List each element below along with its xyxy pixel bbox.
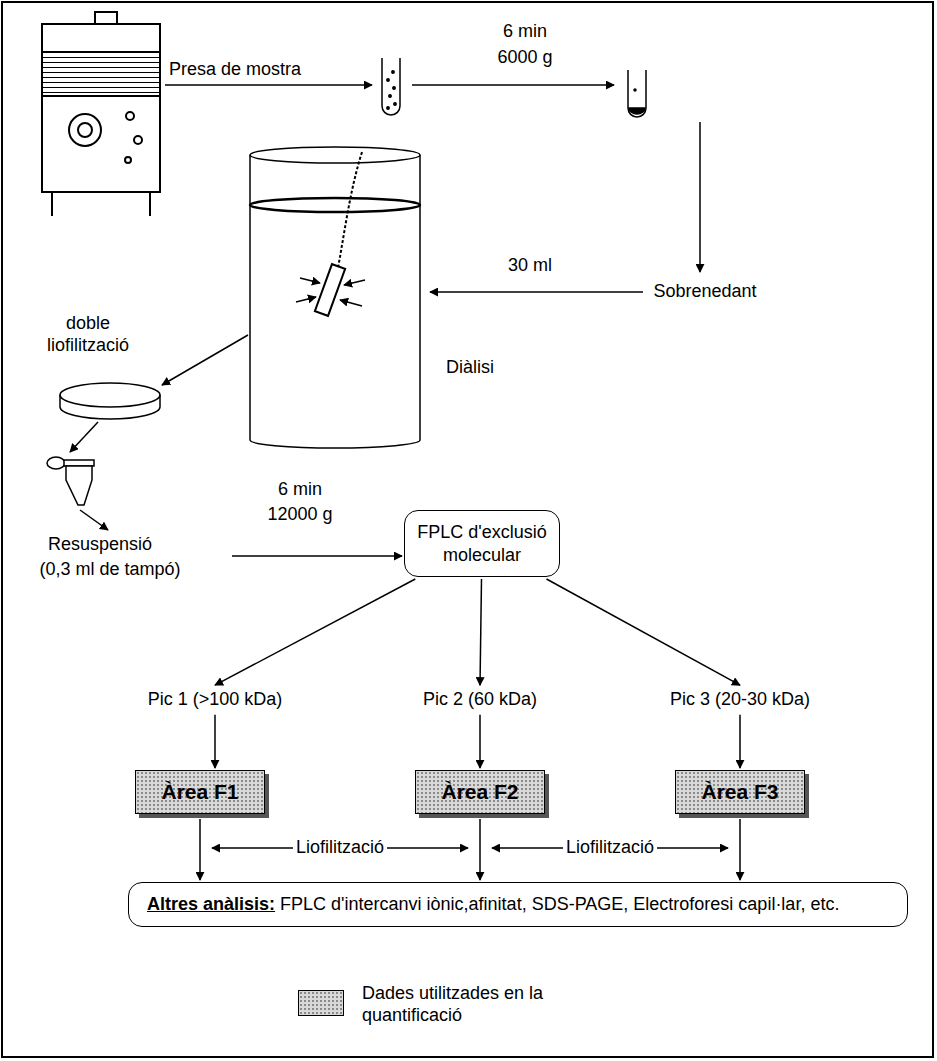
connector-line [739,819,741,880]
legend-text: Dades utilitzades en la quantificació [362,983,562,1026]
peak-label: Pic 3 (20-30 kDa) [667,689,813,711]
box-text: Àrea F1 [161,780,238,804]
centrifuged-tube [628,70,646,117]
connector [200,819,201,880]
flow-label: Liofilització [293,837,387,859]
legend-swatch [298,990,344,1016]
box-heading: Altres anàlisis: [147,894,275,914]
quantified-area-box: Àrea F3 [675,770,805,814]
flow-label: Presa de mostra [169,59,301,81]
connector-line [547,579,741,685]
flow-label: 6 min [278,479,322,501]
connector [547,579,741,768]
flow-label: doble liofilització [28,313,148,356]
quantified-area-box: Àrea F2 [415,770,545,814]
analysis-box: Altres anàlisis: FPLC d'intercanvi iònic… [128,882,908,927]
dialysis-beaker [250,147,420,448]
fermenter [42,12,160,216]
box-text: Àrea F3 [701,780,778,804]
flow-arrows [70,85,728,848]
connector-line [739,715,741,768]
connector [480,579,482,768]
connector-line [480,579,482,685]
connector-line [479,819,481,880]
box-text: Àrea F2 [441,780,518,804]
peak-label: Pic 2 (60 kDa) [420,689,540,711]
flow-label: 6000 g [497,47,552,69]
flow-label: Liofilització [563,837,657,859]
flow-label: 6 min [503,21,547,43]
connector-line [479,715,481,768]
process-box: FPLC d'exclusió molecular [404,510,560,577]
connector [215,579,415,768]
connector-line [199,819,201,880]
flow-label: 12000 g [267,504,332,526]
flow-label: Diàlisi [446,357,494,379]
petri-dish [60,383,160,419]
connector [480,819,481,880]
flow-label: 30 ml [508,255,552,277]
box-text: FPLC d'intercanvi iònic,afinitat, SDS-PA… [280,894,839,914]
sample-tube [382,58,400,115]
flow-label: Sobrenedant [653,281,756,303]
flow-label: Resuspensió [48,534,152,556]
connector-line [214,715,216,768]
peak-label: Pic 1 (>100 kDa) [145,689,286,711]
quantified-area-box: Àrea F1 [135,770,265,814]
eppendorf-tube [47,457,94,505]
connector [740,819,741,880]
box-text: FPLC d'exclusió molecular [413,521,551,566]
flow-label: (0,3 ml de tampó) [39,559,180,581]
connector-line [215,579,415,685]
